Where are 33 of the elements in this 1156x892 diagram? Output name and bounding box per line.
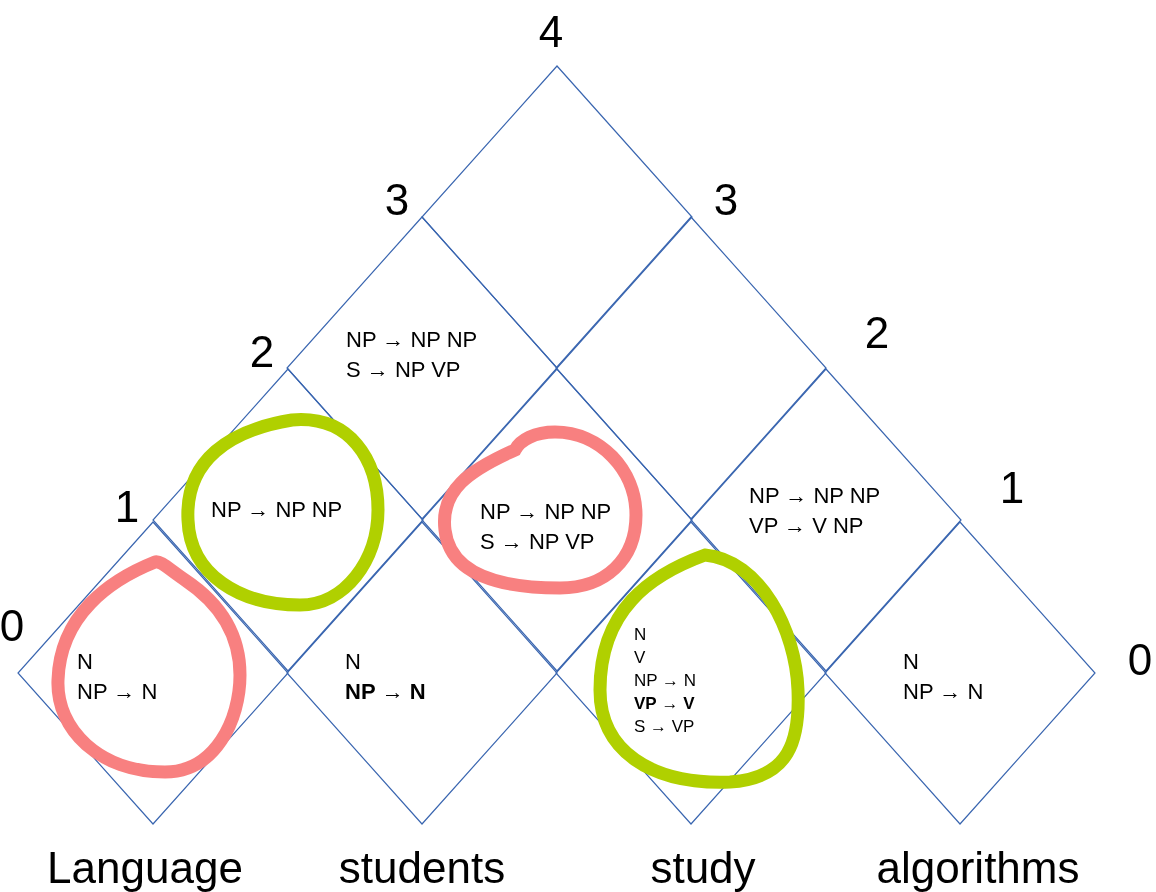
grammar-rule: NP → N	[903, 677, 984, 706]
sentence-word: students	[338, 846, 506, 890]
span-length-number: 1	[114, 485, 140, 529]
grammar-rule: NP → N	[77, 677, 158, 706]
grammar-rule: VP → V NP	[749, 511, 865, 540]
sentence-word: algorithms	[876, 846, 1080, 890]
grammar-rule: VP → V	[634, 692, 696, 715]
grammar-rule: S → NP VP	[480, 527, 596, 556]
grammar-rule: NP → NP NP	[211, 496, 343, 524]
grammar-rule: NP → NP NP	[749, 482, 881, 510]
grammar-rule: N	[903, 648, 920, 676]
grammar-rule: NP → NP NP	[346, 326, 478, 354]
span-length-number: 1	[999, 466, 1025, 510]
chart-cell	[287, 522, 557, 824]
grammar-rule: N	[77, 648, 94, 676]
chart-cell	[691, 369, 961, 671]
span-length-number: 3	[713, 178, 739, 222]
span-length-number: 2	[249, 330, 275, 374]
span-length-number: 3	[384, 178, 410, 222]
span-length-number: 4	[538, 10, 564, 54]
grammar-rule: NP → N	[634, 669, 697, 692]
grammar-rule: V	[634, 646, 647, 669]
span-length-number: 0	[1127, 638, 1153, 682]
sentence-word: Language	[47, 846, 243, 890]
sentence-word: study	[650, 846, 756, 890]
grammar-rule: S → NP VP	[346, 355, 462, 384]
span-length-number: 2	[864, 311, 890, 355]
grammar-rule: S → VP	[634, 715, 696, 738]
grammar-rule: N	[345, 648, 362, 676]
grammar-rule: N	[634, 624, 648, 646]
grammar-rule: NP → NP NP	[480, 498, 612, 526]
grammar-rule: NP → N	[345, 677, 426, 706]
span-length-number: 0	[0, 604, 25, 648]
